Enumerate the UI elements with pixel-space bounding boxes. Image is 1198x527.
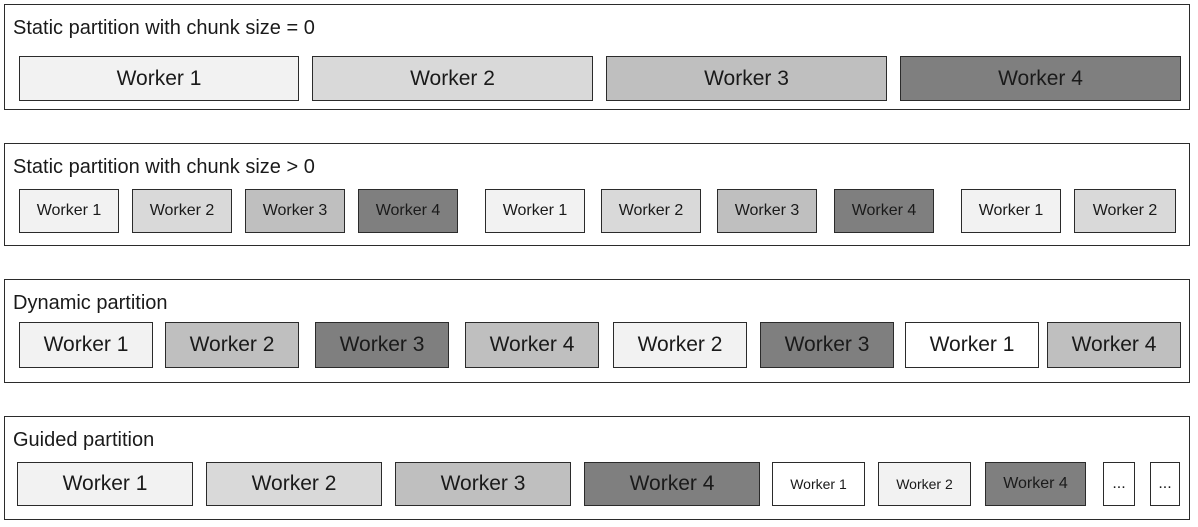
worker-3-block: Worker 3 <box>760 322 894 368</box>
worker-1-block: Worker 1 <box>485 189 585 233</box>
worker-4-block: Worker 4 <box>985 462 1086 506</box>
dynamic-partition-panel: Dynamic partition Worker 1 Worker 2 Work… <box>4 279 1190 383</box>
worker-1-block: Worker 1 <box>772 462 865 506</box>
panel-title: Static partition with chunk size > 0 <box>13 156 315 178</box>
worker-2-block: Worker 2 <box>613 322 747 368</box>
ellipsis-block: ... <box>1150 462 1180 506</box>
worker-4-block: Worker 4 <box>465 322 599 368</box>
worker-4-block: Worker 4 <box>900 56 1181 101</box>
worker-2-block: Worker 2 <box>312 56 593 101</box>
worker-4-block: Worker 4 <box>358 189 458 233</box>
worker-4-block: Worker 4 <box>1047 322 1181 368</box>
static-partition-chunk-zero-panel: Static partition with chunk size = 0 Wor… <box>4 4 1190 110</box>
worker-3-block: Worker 3 <box>717 189 817 233</box>
worker-2-block: Worker 2 <box>1074 189 1176 233</box>
worker-2-block: Worker 2 <box>165 322 299 368</box>
worker-1-block: Worker 1 <box>19 189 119 233</box>
worker-2-block: Worker 2 <box>206 462 382 506</box>
worker-2-block: Worker 2 <box>601 189 701 233</box>
worker-2-block: Worker 2 <box>132 189 232 233</box>
panel-title: Dynamic partition <box>13 292 168 314</box>
worker-1-block: Worker 1 <box>19 322 153 368</box>
worker-4-block: Worker 4 <box>584 462 760 506</box>
ellipsis-block: ... <box>1103 462 1135 506</box>
static-partition-chunk-positive-panel: Static partition with chunk size > 0 Wor… <box>4 143 1190 246</box>
worker-4-block: Worker 4 <box>834 189 934 233</box>
worker-1-block: Worker 1 <box>17 462 193 506</box>
worker-3-block: Worker 3 <box>315 322 449 368</box>
worker-3-block: Worker 3 <box>606 56 887 101</box>
panel-title: Guided partition <box>13 429 155 451</box>
panel-title: Static partition with chunk size = 0 <box>13 17 315 39</box>
worker-1-block: Worker 1 <box>961 189 1061 233</box>
guided-partition-panel: Guided partition Worker 1 Worker 2 Worke… <box>4 416 1190 520</box>
worker-3-block: Worker 3 <box>245 189 345 233</box>
worker-1-block: Worker 1 <box>19 56 299 101</box>
worker-2-block: Worker 2 <box>878 462 971 506</box>
worker-1-block: Worker 1 <box>905 322 1039 368</box>
worker-3-block: Worker 3 <box>395 462 571 506</box>
